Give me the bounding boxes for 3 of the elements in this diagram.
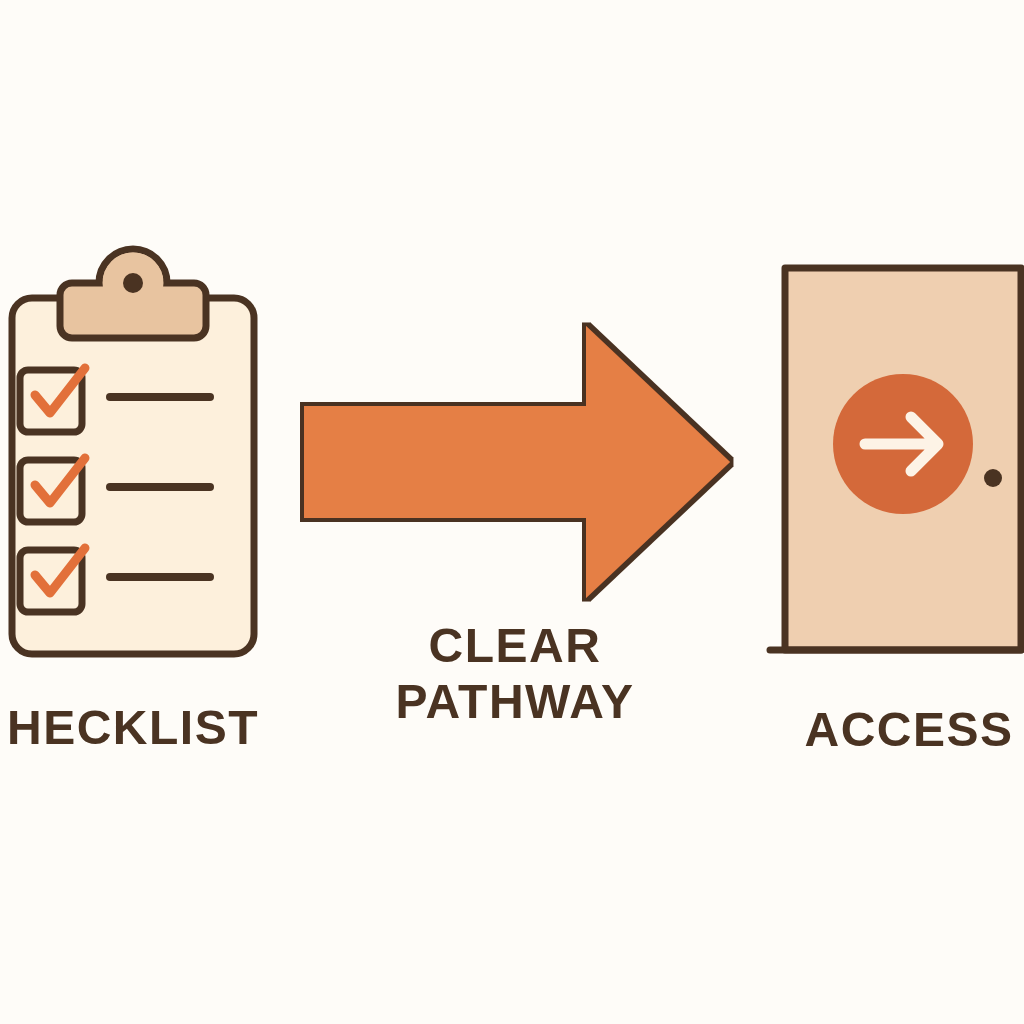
- node-label: ACCESS: [804, 702, 1014, 758]
- block-arrow: [304, 326, 730, 598]
- node-label: HECKLIST: [7, 700, 259, 756]
